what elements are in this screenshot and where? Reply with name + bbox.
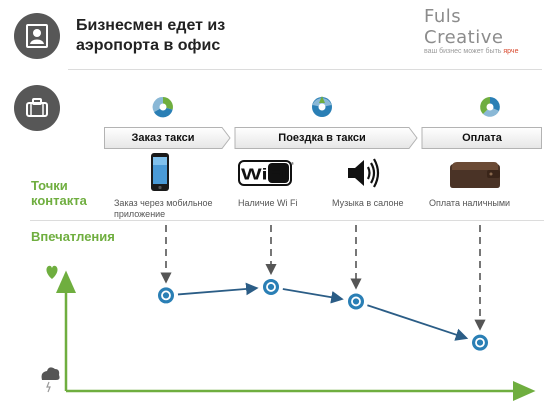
heart-icon: [46, 265, 58, 279]
wifi-logo-text: WiFi: [241, 167, 287, 184]
svg-text:®: ®: [291, 161, 294, 166]
payment-stage-icon: [480, 97, 500, 117]
storm-cloud-icon: [41, 367, 60, 393]
wifi-logo-icon: WiFi ®: [238, 160, 294, 186]
stage-ride-shape: [234, 127, 418, 149]
touchpoint-label-music: Музыка в салоне: [332, 198, 404, 208]
briefcase-icon: [14, 85, 60, 131]
stage-order-shape: [104, 127, 231, 149]
stage-ride-label: Поездка в такси: [278, 132, 366, 144]
speaker-icon: [348, 158, 380, 188]
persona-icon: [14, 13, 60, 59]
brand-logo: Fuls Creative ваш бизнес может быть ярче: [424, 6, 542, 55]
journey-connector: [177, 282, 259, 296]
impression-node: [348, 293, 364, 310]
journey-connector: [367, 304, 469, 341]
phone-icon: [151, 153, 169, 191]
stage-order-label: Заказ такси: [131, 132, 195, 144]
journey-connector: [282, 288, 344, 304]
touchpoint-label-cash: Оплата наличными: [429, 198, 511, 208]
touchpoint-drop-arrows: [160, 225, 486, 331]
brand-tagline: ваш бизнес может быть ярче: [424, 48, 519, 55]
page-title-line1: Бизнесмен едет из: [76, 17, 226, 34]
ride-stage-icon: [312, 96, 332, 117]
touchpoint-label-app: Заказ через мобильное приложение: [114, 198, 213, 219]
page-title-line2: аэропорта в офис: [76, 37, 221, 54]
header-divider: [68, 69, 542, 70]
impression-node: [158, 287, 174, 304]
journey-connectors: [177, 282, 469, 341]
stage-banners: [104, 127, 542, 149]
stage-payment-shape: [421, 127, 542, 149]
impression-node: [472, 334, 488, 351]
wallet-icon: [450, 162, 500, 188]
order-stage-icon: [152, 96, 173, 118]
stage-payment-label: Оплата: [462, 132, 502, 144]
brand-name: Fuls Creative: [424, 6, 504, 48]
journey-nodes: [158, 278, 488, 351]
page-title: Бизнесмен едет из аэропорта в офис: [76, 16, 225, 56]
impression-node: [263, 278, 279, 295]
touchpoints-row-label: Точки контакта: [31, 178, 87, 208]
impressions-row-label: Впечатления: [31, 229, 115, 244]
touchpoints-divider: [30, 220, 544, 221]
touchpoint-label-wifi: Наличие Wi Fi: [238, 198, 298, 208]
